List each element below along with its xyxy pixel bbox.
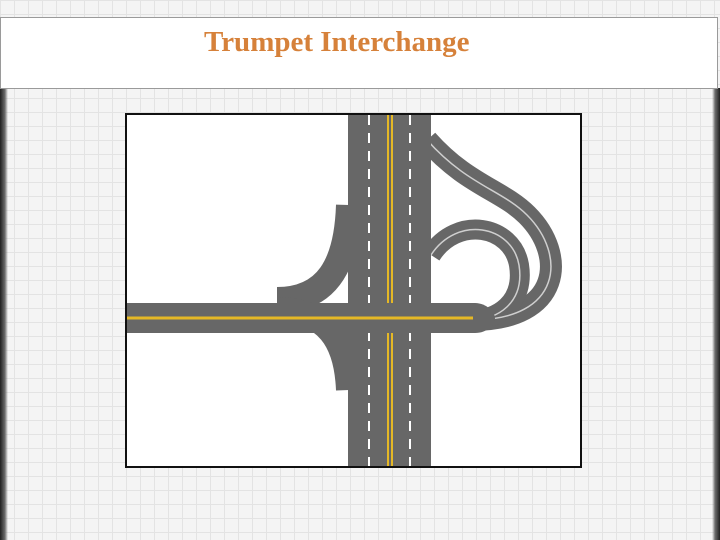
interchange-diagram bbox=[125, 113, 582, 468]
slide-frame-right bbox=[712, 88, 720, 540]
title-bar: Trumpet Interchange bbox=[0, 17, 718, 89]
highway-north-south bbox=[348, 115, 431, 466]
slide-frame-left bbox=[0, 88, 8, 540]
interchange-svg bbox=[127, 115, 562, 466]
highway-east-west-terminal bbox=[467, 303, 495, 333]
ramp-outer-loop-edge bbox=[426, 139, 552, 321]
ramp-northwest bbox=[276, 204, 362, 313]
ramp-inner-loop-edge bbox=[430, 228, 521, 321]
slide-title: Trumpet Interchange bbox=[204, 26, 470, 58]
